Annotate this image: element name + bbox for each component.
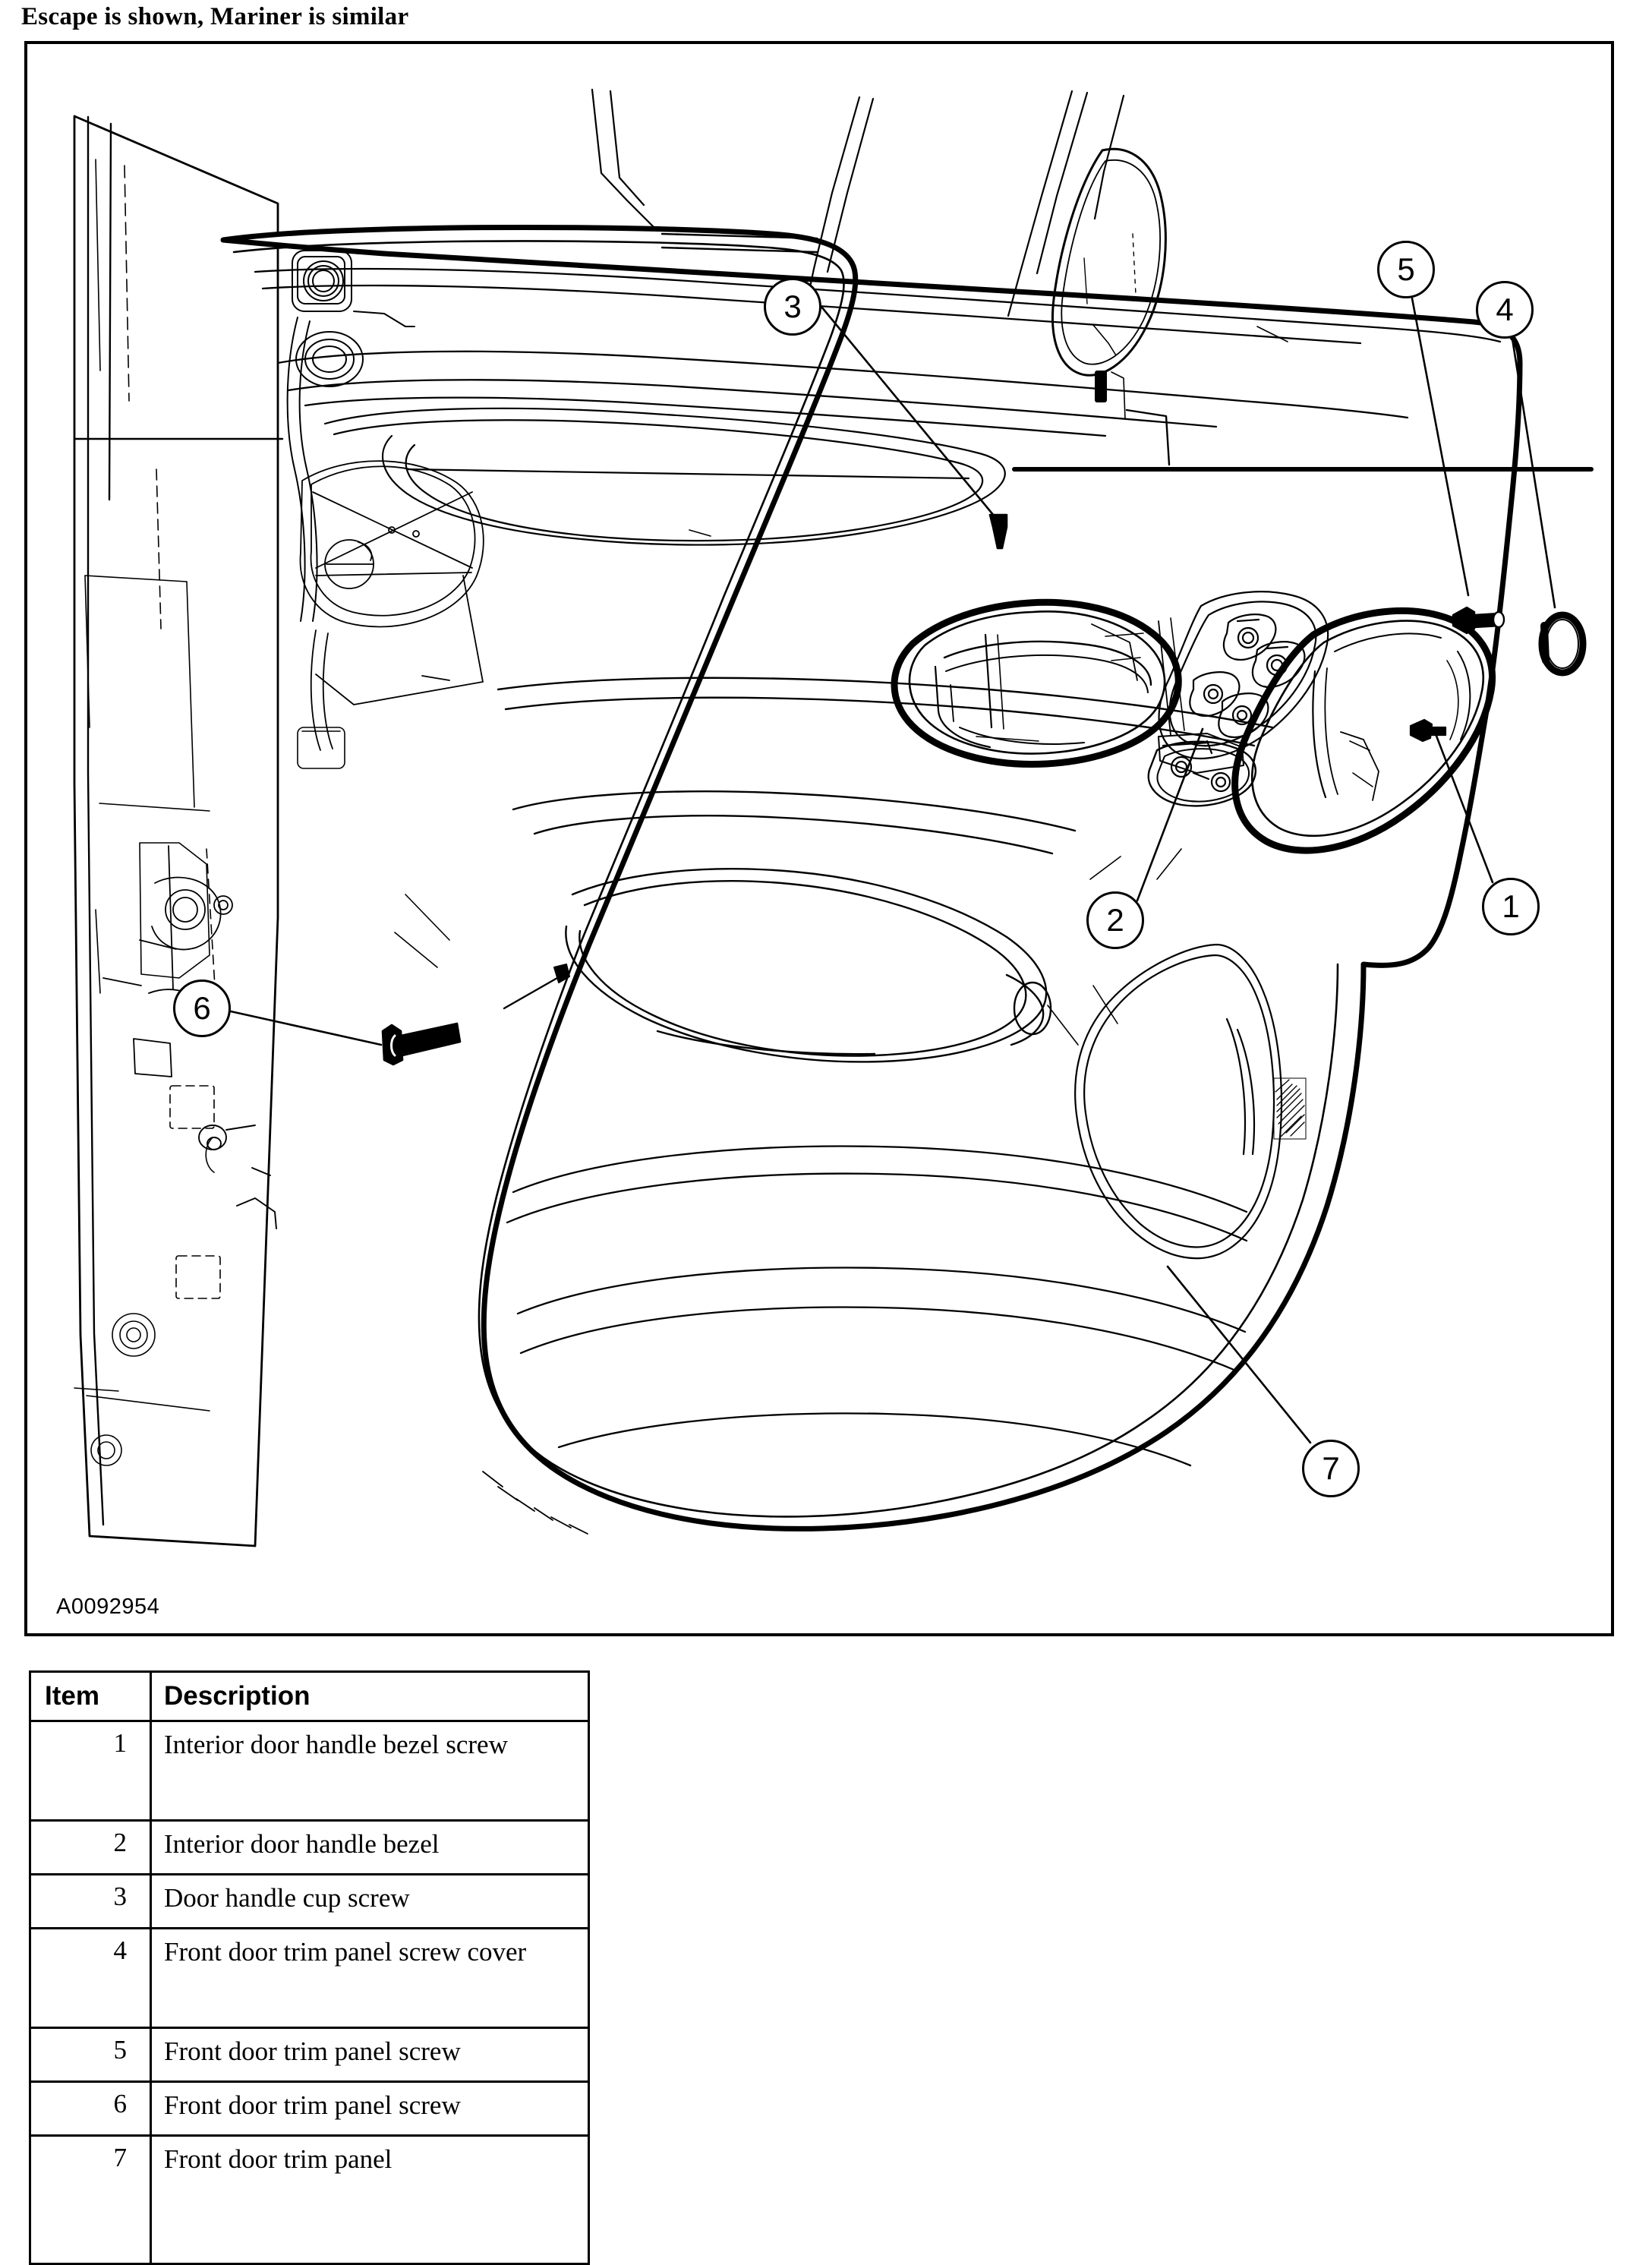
row-item-number: 2 — [29, 1819, 152, 1875]
figure-frame: 3 5 4 2 1 6 7 A0092954 — [24, 41, 1614, 1636]
callout-1[interactable]: 1 — [1482, 878, 1540, 935]
table-header-row: Item Description — [29, 1670, 590, 1722]
table-row: 2 Interior door handle bezel — [29, 1819, 590, 1875]
row-item-description: Door handle cup screw — [150, 1873, 590, 1929]
trim-panel-upper-bolster — [323, 407, 1006, 546]
front-door-trim-panel-screw-5 — [1452, 606, 1505, 635]
row-item-number: 6 — [29, 2080, 152, 2137]
door-shell-rectangular-features — [74, 727, 345, 1466]
trim-panel-lower-contours — [506, 1145, 1248, 1467]
row-item-description: Front door trim panel — [150, 2134, 590, 2265]
row-item-number: 5 — [29, 2027, 152, 2083]
callout-3[interactable]: 3 — [764, 278, 821, 336]
parts-legend-table: Item Description 1 Interior door handle … — [29, 1670, 590, 2265]
callout-5[interactable]: 5 — [1377, 241, 1435, 298]
table-row: 7 Front door trim panel — [29, 2134, 590, 2265]
column-header-description: Description — [150, 1670, 590, 1722]
row-item-number: 3 — [29, 1873, 152, 1929]
figure-id-label: A0092954 — [56, 1595, 160, 1619]
trim-panel-speaker-grille — [1074, 943, 1307, 1260]
table-row: 5 Front door trim panel screw — [29, 2027, 590, 2083]
row-item-number: 4 — [29, 1927, 152, 2029]
front-door-trim-panel-screw-6-alt — [503, 964, 570, 1010]
callout-2[interactable]: 2 — [1086, 891, 1144, 949]
row-item-number: 1 — [29, 1720, 152, 1822]
table-row: 6 Front door trim panel screw — [29, 2080, 590, 2137]
door-header-band — [660, 232, 1594, 472]
callout-6[interactable]: 6 — [173, 980, 231, 1037]
row-item-number: 7 — [29, 2134, 152, 2265]
window-regulator-assembly — [299, 460, 484, 751]
table-row: 1 Interior door handle bezel screw — [29, 1720, 590, 1822]
callout-4[interactable]: 4 — [1476, 281, 1534, 339]
front-door-trim-panel-body — [220, 224, 1523, 1532]
row-item-description: Interior door handle bezel screw — [150, 1720, 590, 1822]
front-door-trim-panel-screw-6 — [381, 1022, 462, 1066]
door-latch-linkage — [102, 842, 233, 1077]
interior-door-handle-bezel — [1231, 607, 1496, 854]
table-row: 4 Front door trim panel screw cover — [29, 1927, 590, 2029]
callout-leader-lines — [229, 297, 1556, 1444]
row-item-description: Interior door handle bezel — [150, 1819, 590, 1875]
trim-panel-edge-hatch — [482, 1471, 588, 1535]
column-header-item: Item — [29, 1670, 152, 1722]
row-item-description: Front door trim panel screw — [150, 2080, 590, 2137]
row-item-description: Front door trim panel screw — [150, 2027, 590, 2083]
reference-tick-marks — [394, 326, 1288, 1046]
door-shell-latch-striker — [198, 1125, 277, 1229]
callout-7[interactable]: 7 — [1302, 1440, 1360, 1497]
door-inner-panel-outline — [73, 115, 284, 1547]
door-shell-detail-lines — [84, 159, 218, 1412]
row-item-description: Front door trim panel screw cover — [150, 1927, 590, 2029]
page-caption: Escape is shown, Mariner is similar — [21, 3, 409, 30]
table-row: 3 Door handle cup screw — [29, 1873, 590, 1929]
door-handle-cup-screw — [988, 513, 1008, 550]
speaker-grille-hatch — [1273, 1077, 1307, 1140]
door-trim-panel-illustration — [73, 88, 1594, 1547]
front-door-trim-panel-screw-cover-4 — [1538, 611, 1587, 677]
